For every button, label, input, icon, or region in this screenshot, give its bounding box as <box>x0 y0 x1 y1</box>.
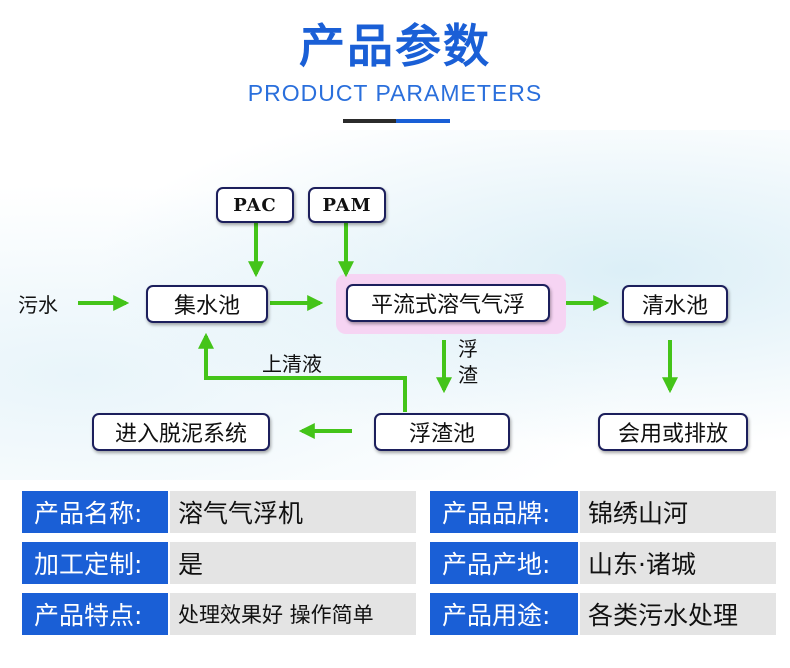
clean-water-tank-label: 清水池 <box>641 294 708 319</box>
sewage-label: 污水 <box>18 293 58 317</box>
pac-label: PAC <box>233 194 277 216</box>
scum-tank-node: 浮渣池 <box>374 413 510 451</box>
collection-tank-label: 集水池 <box>173 294 240 319</box>
page-title: 产品参数 <box>299 19 491 73</box>
scum-label: 浮渣 <box>458 337 478 387</box>
param-label-name: 产品名称: <box>22 491 168 533</box>
param-value-features: 处理效果好 操作简单 <box>170 593 416 635</box>
param-label-custom: 加工定制: <box>22 542 168 584</box>
pam-box: PAM <box>308 187 386 223</box>
pac-box: PAC <box>216 187 294 223</box>
param-value-name: 溶气气浮机 <box>170 491 416 533</box>
daf-label: 平流式溶气气浮 <box>370 293 525 318</box>
param-value-brand: 锦绣山河 <box>580 491 776 533</box>
collection-tank-node: 集水池 <box>146 285 268 323</box>
sludge-system-label: 进入脱泥系统 <box>114 422 247 447</box>
reuse-discharge-node: 会用或排放 <box>598 413 748 451</box>
param-label-use: 产品用途: <box>430 593 578 635</box>
param-label-features: 产品特点: <box>22 593 168 635</box>
supernatant-label: 上清液 <box>262 352 322 376</box>
page-subtitle: PRODUCT PARAMETERS <box>247 80 543 106</box>
arrow-supernatant-return <box>198 332 407 412</box>
reuse-discharge-label: 会用或排放 <box>617 422 728 447</box>
daf-node: 平流式溶气气浮 <box>346 284 550 322</box>
param-label-brand: 产品品牌: <box>430 491 578 533</box>
param-value-use: 各类污水处理 <box>580 593 776 635</box>
clean-water-tank-node: 清水池 <box>622 285 728 323</box>
param-label-origin: 产品产地: <box>430 542 578 584</box>
sludge-system-node: 进入脱泥系统 <box>92 413 270 451</box>
param-value-origin: 山东·诸城 <box>580 542 776 584</box>
param-value-custom: 是 <box>170 542 416 584</box>
title-underline-dark <box>343 119 396 123</box>
pam-label: PAM <box>322 194 372 216</box>
title-underline-blue <box>396 119 450 123</box>
scum-tank-label: 浮渣池 <box>408 422 475 447</box>
